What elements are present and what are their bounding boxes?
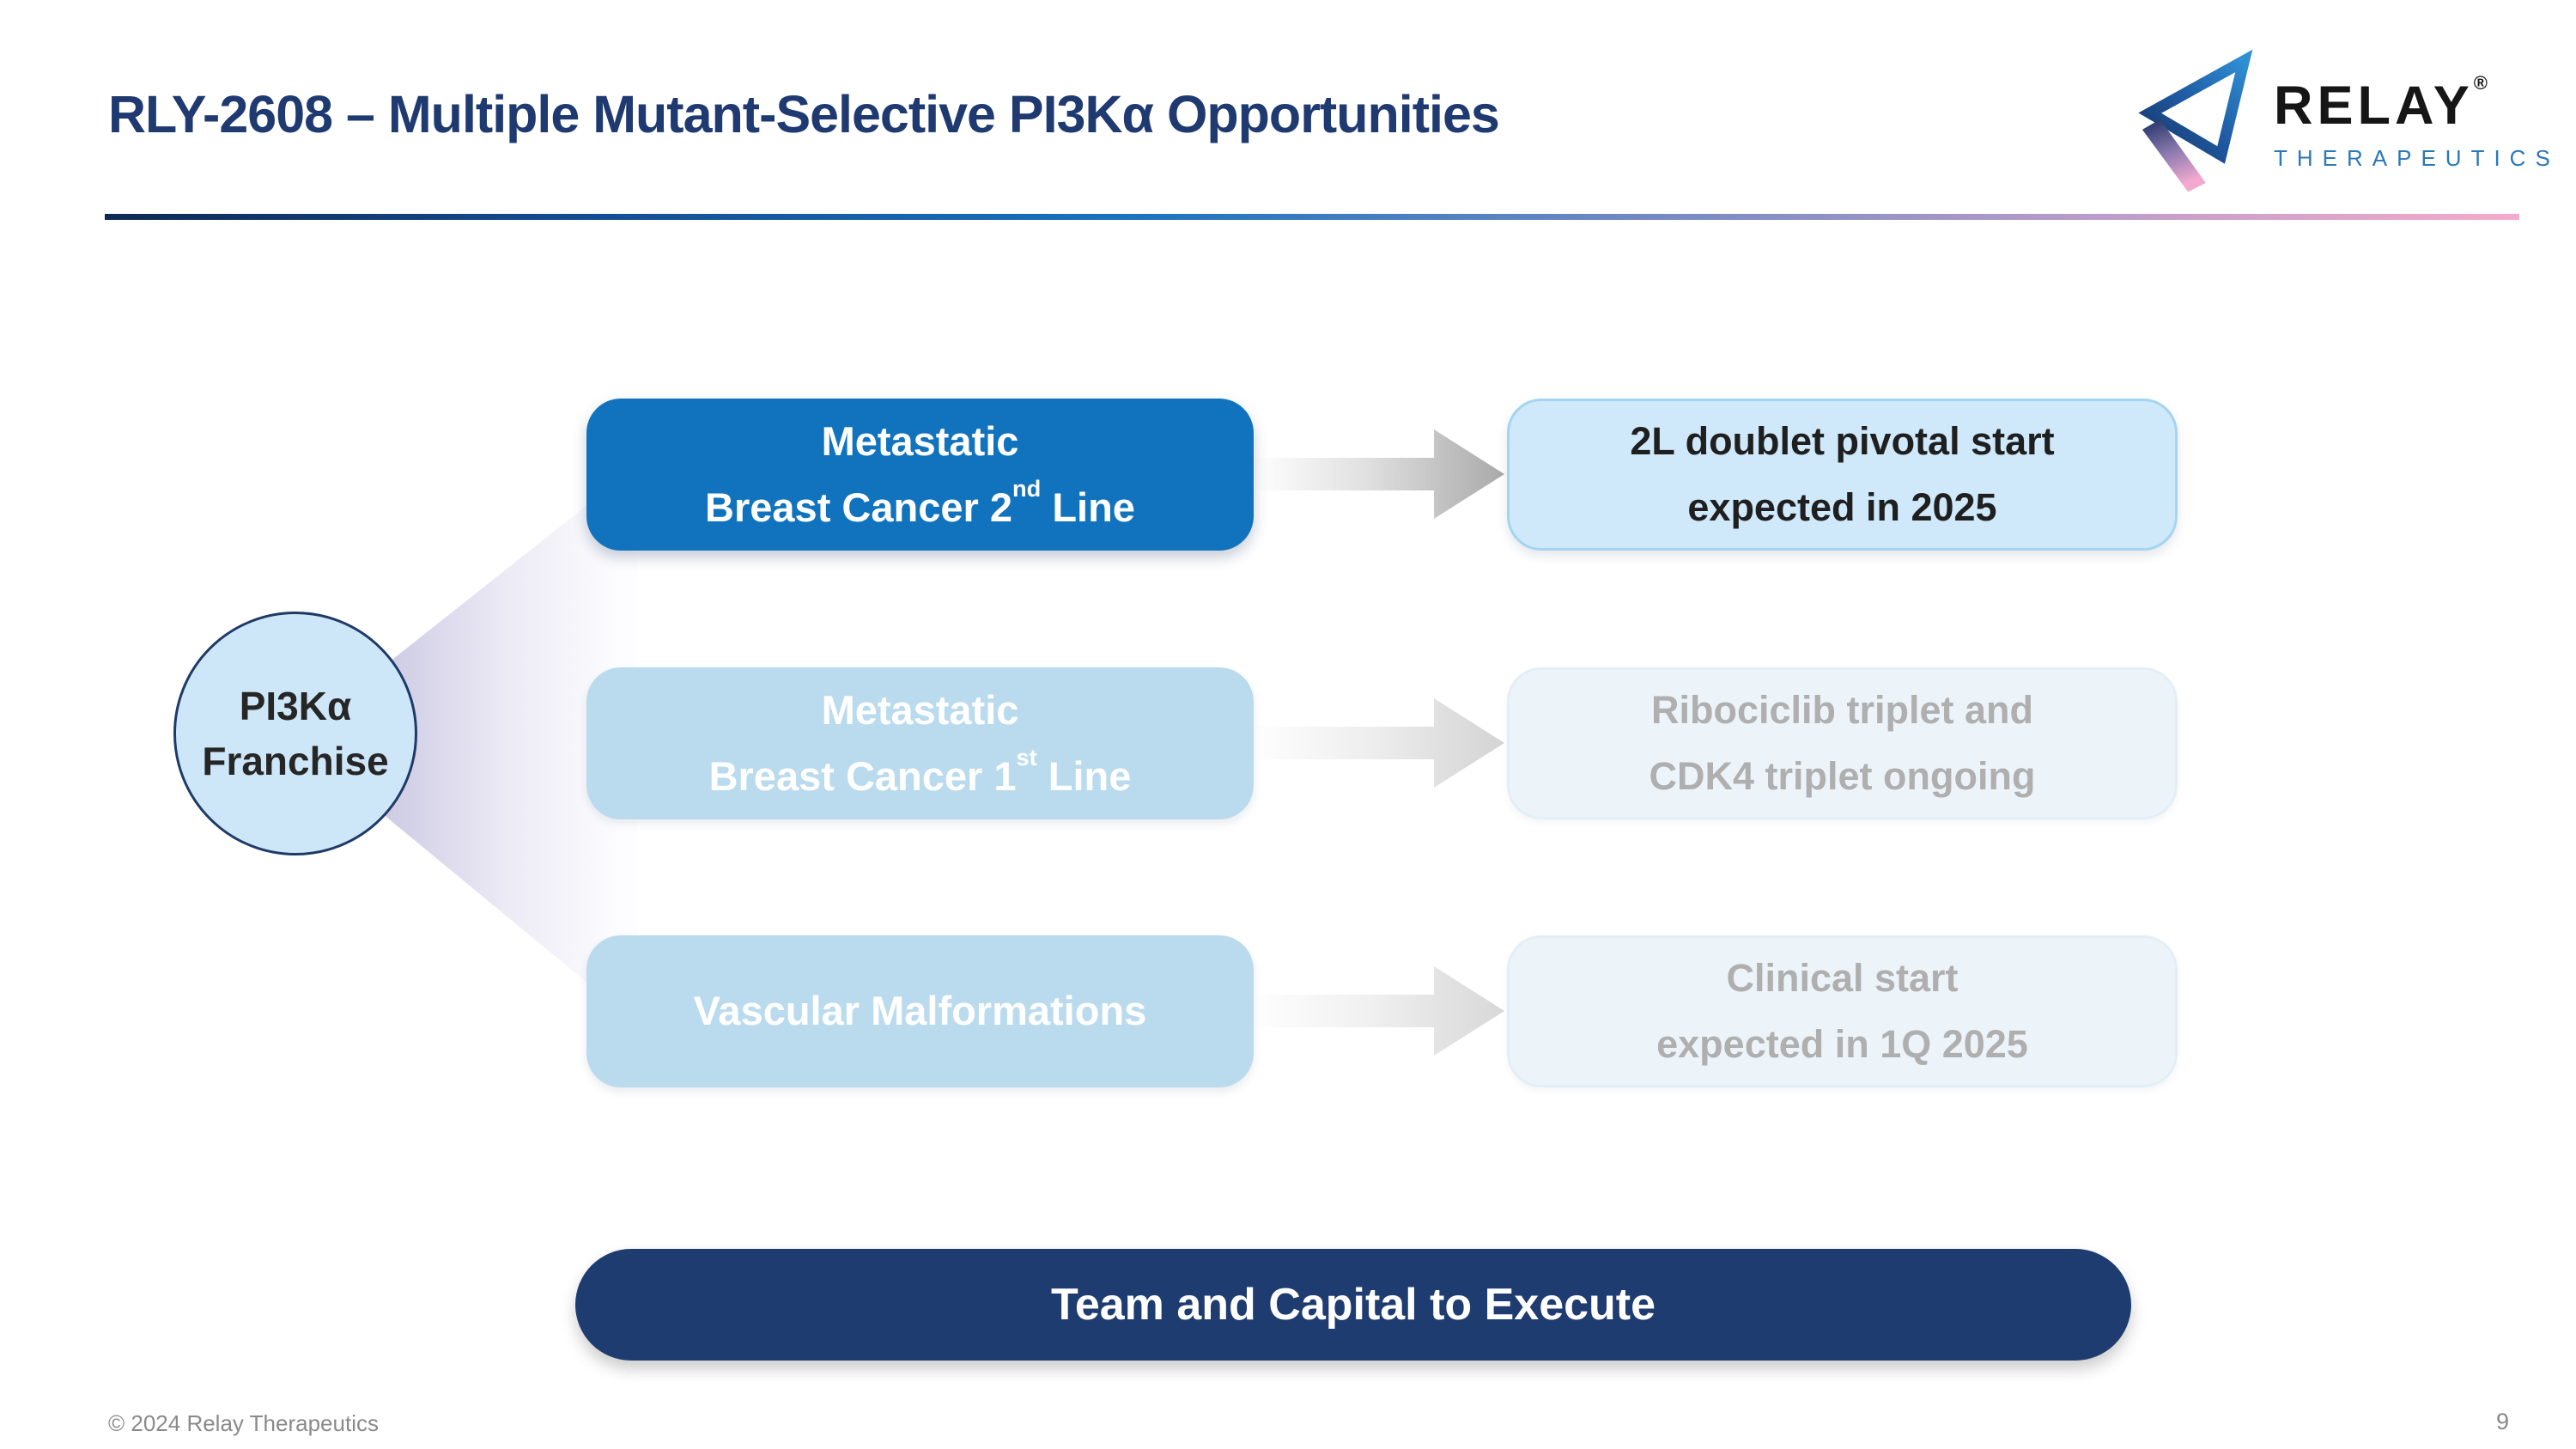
- indication-line2: Breast Cancer 1st Line: [709, 744, 1132, 809]
- footer-copyright: © 2024 Relay Therapeutics: [108, 1410, 379, 1436]
- logo-brand-name: RELAY: [2274, 76, 2474, 136]
- page-number: 9: [2495, 1409, 2509, 1434]
- summary-banner-label: Team and Capital to Execute: [1050, 1280, 1656, 1330]
- indication-box-mbc-2nd-line: Metastatic Breast Cancer 2nd Line: [586, 399, 1254, 551]
- milestone-line1: Ribociclib triplet and: [1650, 688, 2034, 732]
- indication-line2-tail: Line: [1036, 752, 1132, 799]
- company-logo: RELAY® THERAPEUTICS: [2135, 43, 2550, 202]
- milestone-line1: 2L doublet pivotal start: [1630, 419, 2055, 463]
- indication-box-mbc-1st-line: Metastatic Breast Cancer 1st Line: [586, 667, 1254, 819]
- milestone-line2: expected in 1Q 2025: [1656, 1021, 2028, 1066]
- hub-label-line1: PI3Kα: [239, 683, 352, 728]
- relay-logo-icon: [2138, 49, 2253, 192]
- ordinal-superscript: nd: [1012, 474, 1042, 502]
- arrow-right-icon: [1252, 698, 1504, 788]
- page-title: RLY-2608 – Multiple Mutant-Selective PI3…: [108, 85, 1500, 143]
- indication-line1: Vascular Malformations: [693, 988, 1147, 1034]
- milestone-line2: CDK4 triplet ongoing: [1649, 753, 2036, 798]
- indication-line2: Breast Cancer 2nd Line: [705, 475, 1135, 540]
- hub-label-line2: Franchise: [202, 739, 389, 783]
- milestone-box-2l-doublet: 2L doublet pivotal start expected in 202…: [1507, 399, 2178, 551]
- arrow-right-icon: [1252, 429, 1504, 519]
- arrow-right-icon: [1252, 966, 1504, 1056]
- logo-text: RELAY® THERAPEUTICS: [2274, 43, 2560, 202]
- franchise-hub-circle: PI3Kα Franchise: [173, 612, 417, 855]
- ordinal-superscript: st: [1016, 743, 1037, 770]
- title-divider: [105, 214, 2519, 220]
- logo-subbrand: THERAPEUTICS: [2274, 145, 2560, 171]
- indication-line2-text: Breast Cancer 1: [708, 752, 1017, 799]
- milestone-box-triplets-ongoing: Ribociclib triplet and CDK4 triplet ongo…: [1507, 667, 2178, 819]
- milestone-line2: expected in 2025: [1687, 484, 1997, 529]
- indication-line2-text: Breast Cancer 2: [705, 484, 1012, 530]
- indication-line1: Metastatic: [821, 687, 1019, 734]
- milestone-line1: Clinical start: [1726, 956, 1959, 1000]
- registered-trademark-symbol: ®: [2473, 72, 2488, 94]
- indication-box-vascular-malformations: Vascular Malformations: [586, 935, 1254, 1087]
- indication-line2-tail: Line: [1041, 484, 1135, 530]
- logo-brand: RELAY®: [2274, 74, 2560, 136]
- indication-line1: Metastatic: [821, 418, 1019, 465]
- summary-banner: Team and Capital to Execute: [575, 1249, 2131, 1361]
- milestone-box-clinical-start: Clinical start expected in 1Q 2025: [1507, 935, 2178, 1087]
